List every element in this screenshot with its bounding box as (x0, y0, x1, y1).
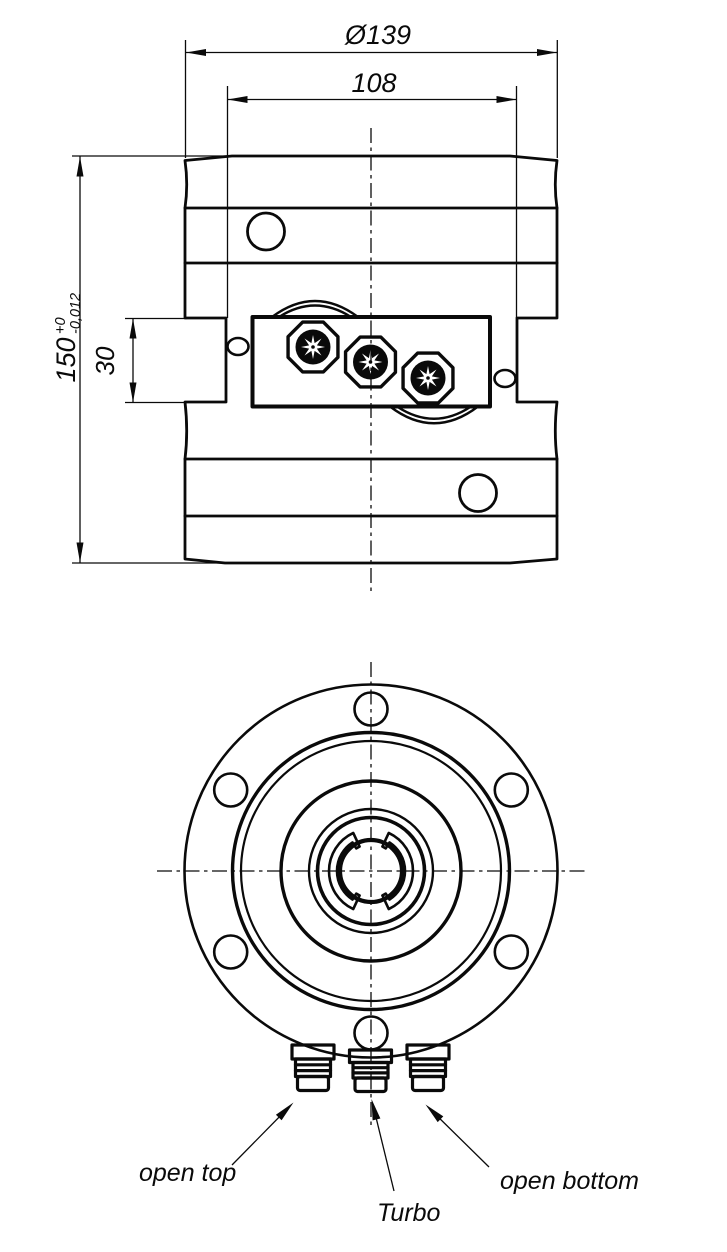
fv-arch-bottom-inner (395, 405, 473, 420)
dim-diameter-label: Ø139 (344, 20, 411, 50)
bolt-hole-upper-left (212, 772, 249, 808)
plug-open-bottom (405, 1043, 451, 1093)
dim-height-tolerance-upper: +0 (53, 317, 69, 334)
bottom-view: open top Turbo open bottom (139, 683, 639, 1227)
connector-nut-octagon (401, 351, 455, 405)
label-open-bottom: open bottom (500, 1167, 639, 1195)
label-turbo: Turbo (377, 1199, 441, 1227)
bolt-hole-lower-left (212, 934, 249, 970)
claw-jaw-right (381, 831, 415, 911)
leader-arrow-open-top (275, 1102, 294, 1121)
connector-port-open-bottom (401, 351, 455, 405)
front-view: Ø139 108 150 +0 -0,012 30 (51, 20, 559, 565)
bolt-hole-lower-right (493, 934, 530, 970)
bv-claw-coupling (327, 831, 415, 911)
connector-center-pin (426, 376, 430, 380)
bv-leaders: open top Turbo open bottom (139, 1099, 639, 1227)
dim-height-tolerance-lower: -0,012 (68, 293, 84, 334)
fv-arch-top-outer (270, 299, 360, 319)
fv-hole-upper-left (246, 211, 286, 252)
fv-connector-block (250, 299, 492, 425)
fv-extension-lines (72, 40, 558, 564)
fv-dimension-lines (76, 49, 557, 563)
centerlines (157, 128, 586, 1128)
connector-port-open-top (286, 320, 340, 374)
connector-nut-octagon (343, 335, 398, 389)
claw-jaw-left (327, 831, 361, 911)
dim-height-label: 150 (51, 337, 81, 382)
label-open-top: open top (139, 1159, 236, 1187)
bolt-hole-upper-right (493, 772, 530, 808)
fv-arch-bottom-outer (388, 405, 480, 425)
fv-body-outline (183, 154, 559, 565)
leader-arrow-turbo (371, 1099, 381, 1121)
dim-height-group: 150 +0 -0,012 (51, 293, 84, 383)
fv-side-port-right (493, 368, 517, 389)
fv-hole-lower-right (458, 473, 498, 513)
connector-center-pin (311, 345, 315, 349)
leader-arrow-open-bottom (425, 1104, 444, 1123)
dim-width-label: 108 (351, 68, 396, 98)
fv-arch-top-inner (277, 304, 353, 319)
dim-groove-label: 30 (90, 346, 120, 375)
fv-side-port-left (226, 336, 250, 357)
plug-open-top (290, 1043, 336, 1093)
connector-nut-octagon (286, 320, 340, 374)
